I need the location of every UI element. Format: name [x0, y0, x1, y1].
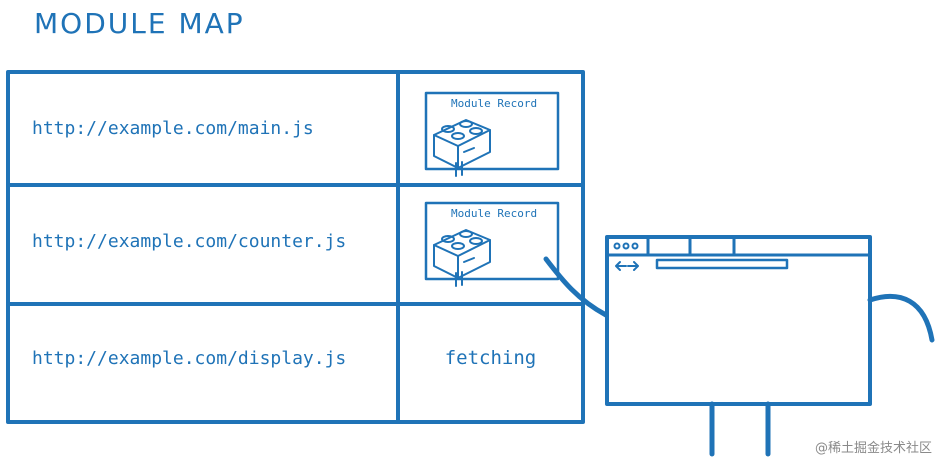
back-forward-arrows-icon — [615, 261, 639, 271]
lego-brick-icon — [433, 229, 491, 287]
module-record-card — [424, 201, 560, 287]
window-controls-icon — [613, 242, 639, 250]
module-url-display: http://example.com/display.js — [32, 348, 347, 369]
module-record-frame — [424, 91, 560, 171]
browser-right-arm — [867, 293, 935, 343]
module-status-fetching: fetching — [444, 347, 537, 369]
module-record-card — [424, 91, 560, 177]
watermark: @稀土掘金技术社区 — [814, 441, 932, 456]
module-map-table — [6, 70, 585, 424]
module-url-main: http://example.com/main.js — [32, 118, 314, 139]
module-url-counter: http://example.com/counter.js — [32, 231, 347, 252]
module-record-frame — [424, 201, 560, 281]
address-bar — [655, 258, 789, 270]
browser-window — [605, 235, 872, 406]
module-map-title: MODULE MAP — [34, 7, 245, 40]
lego-brick-icon — [433, 119, 491, 177]
browser-left-arm — [543, 256, 609, 318]
table-border — [6, 70, 585, 424]
module-record-label: Module Record — [451, 97, 538, 110]
browser-character — [543, 235, 935, 457]
module-record-label: Module Record — [451, 207, 538, 220]
